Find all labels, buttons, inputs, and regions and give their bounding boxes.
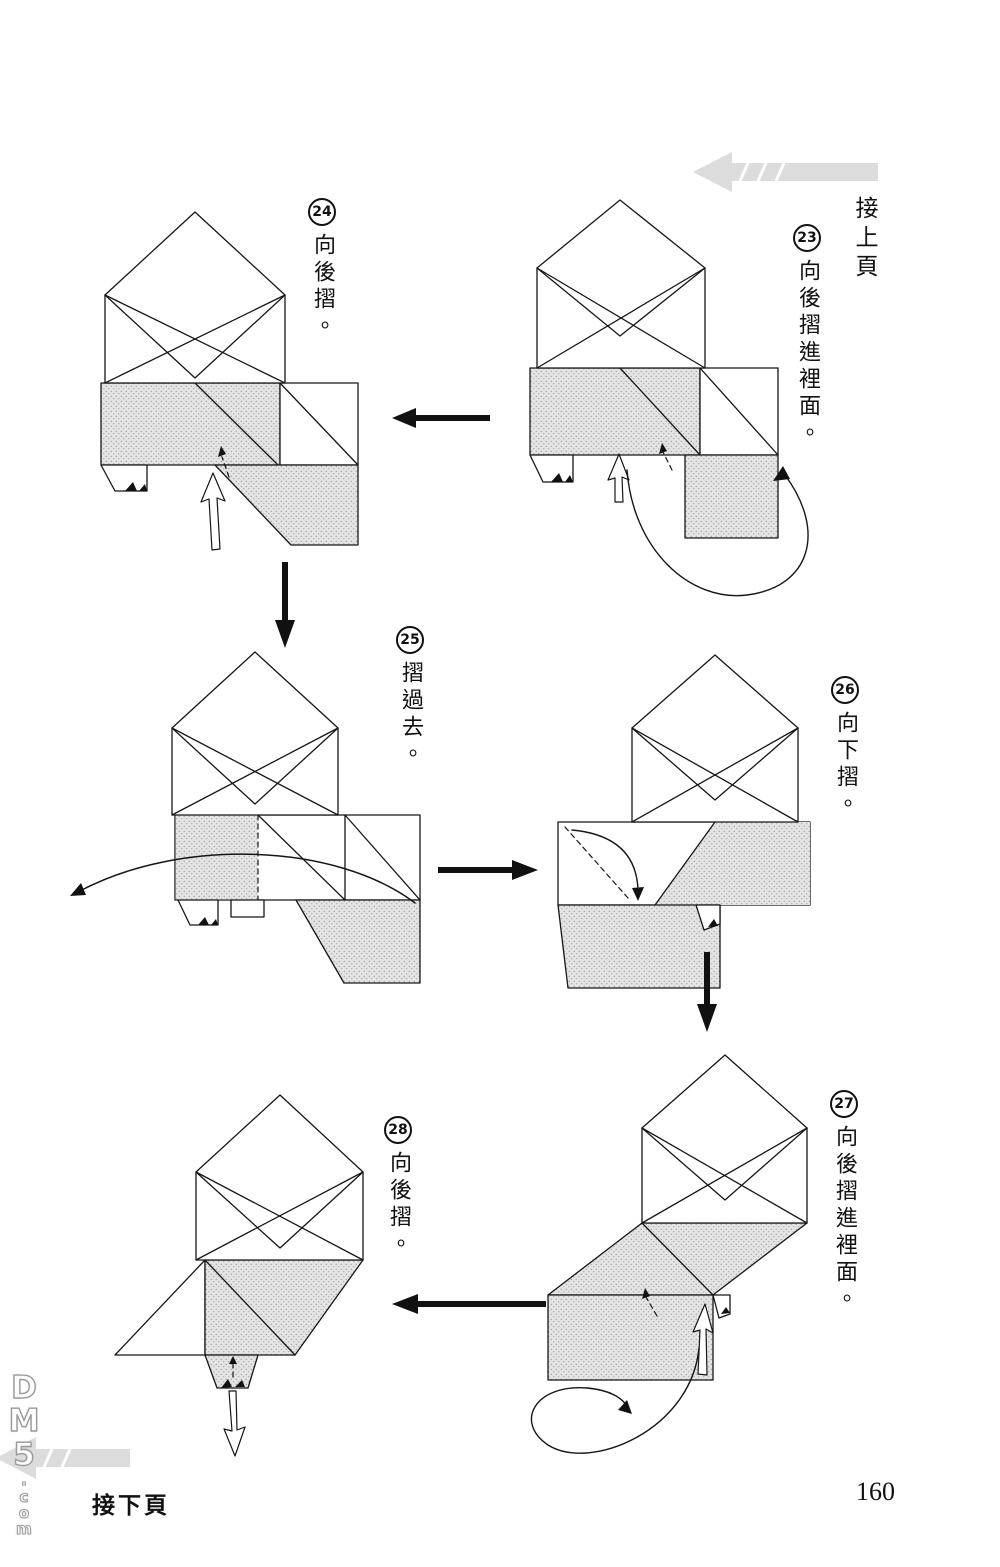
flow-arrow-right-25-to-26-icon [438, 860, 538, 880]
step-24-label: 向後摺。 [310, 233, 335, 341]
page-turn-arrow-top-icon [693, 152, 878, 192]
continued-from-previous-label: 接上頁 [851, 196, 877, 283]
origami-step-23-diagram [529, 199, 809, 597]
watermark-letter: 5 [13, 1436, 36, 1473]
watermark-letter: D [10, 1370, 37, 1406]
step-23: 23 向後摺進裡面。 [793, 224, 821, 448]
origami-step-25-diagram [70, 651, 421, 984]
origami-step-26-diagram [557, 654, 811, 989]
step-23-number-badge: 23 [793, 224, 821, 252]
step-28-label: 向後摺。 [386, 1151, 411, 1259]
origami-step-28-diagram [114, 1094, 364, 1457]
watermark-letter: m [16, 1519, 33, 1538]
step-28-number-badge: 28 [384, 1116, 412, 1144]
flow-arrow-left-27-to-28-icon [392, 1294, 546, 1314]
flow-arrow-down-26-to-27-icon [697, 952, 717, 1032]
step-25-number-badge: 25 [396, 626, 424, 654]
step-27-number: 27 [834, 1096, 854, 1112]
watermark-letter: M [8, 1403, 40, 1440]
page-turn-arrow-bottom-icon [0, 1437, 130, 1479]
origami-step-27-diagram [530, 1054, 808, 1454]
step-25-label: 摺過去。 [398, 661, 423, 769]
step-27-number-badge: 27 [830, 1090, 858, 1118]
step-28: 28 向後摺。 [384, 1116, 412, 1259]
step-28-number: 28 [388, 1122, 408, 1138]
step-23-number: 23 [797, 230, 817, 246]
watermark-letter: c [19, 1487, 29, 1506]
watermark-letter: . [21, 1471, 28, 1490]
step-23-label: 向後摺進裡面。 [795, 259, 820, 448]
page-number: 160 [856, 1477, 895, 1506]
step-26-label: 向下摺。 [833, 711, 858, 819]
step-24-number: 24 [312, 204, 332, 220]
step-26-number-badge: 26 [831, 676, 859, 704]
watermark-letter: o [18, 1503, 30, 1522]
step-27-label: 向後摺進裡面。 [832, 1125, 857, 1314]
flow-arrow-left-23-to-24-icon [392, 408, 490, 428]
step-24-number-badge: 24 [308, 198, 336, 226]
step-26-number: 26 [835, 682, 855, 698]
step-24: 24 向後摺。 [308, 198, 336, 341]
step-27: 27 向後摺進裡面。 [830, 1090, 858, 1314]
continued-on-next-label: 接下頁 [92, 1493, 170, 1519]
step-25: 25 摺過去。 [396, 626, 424, 769]
flow-arrow-down-24-to-25-icon [275, 562, 295, 648]
step-25-number: 25 [400, 632, 420, 648]
step-26: 26 向下摺。 [831, 676, 859, 819]
watermark: D M 5 . c o m [4, 1370, 44, 1538]
origami-step-24-diagram [100, 211, 359, 551]
